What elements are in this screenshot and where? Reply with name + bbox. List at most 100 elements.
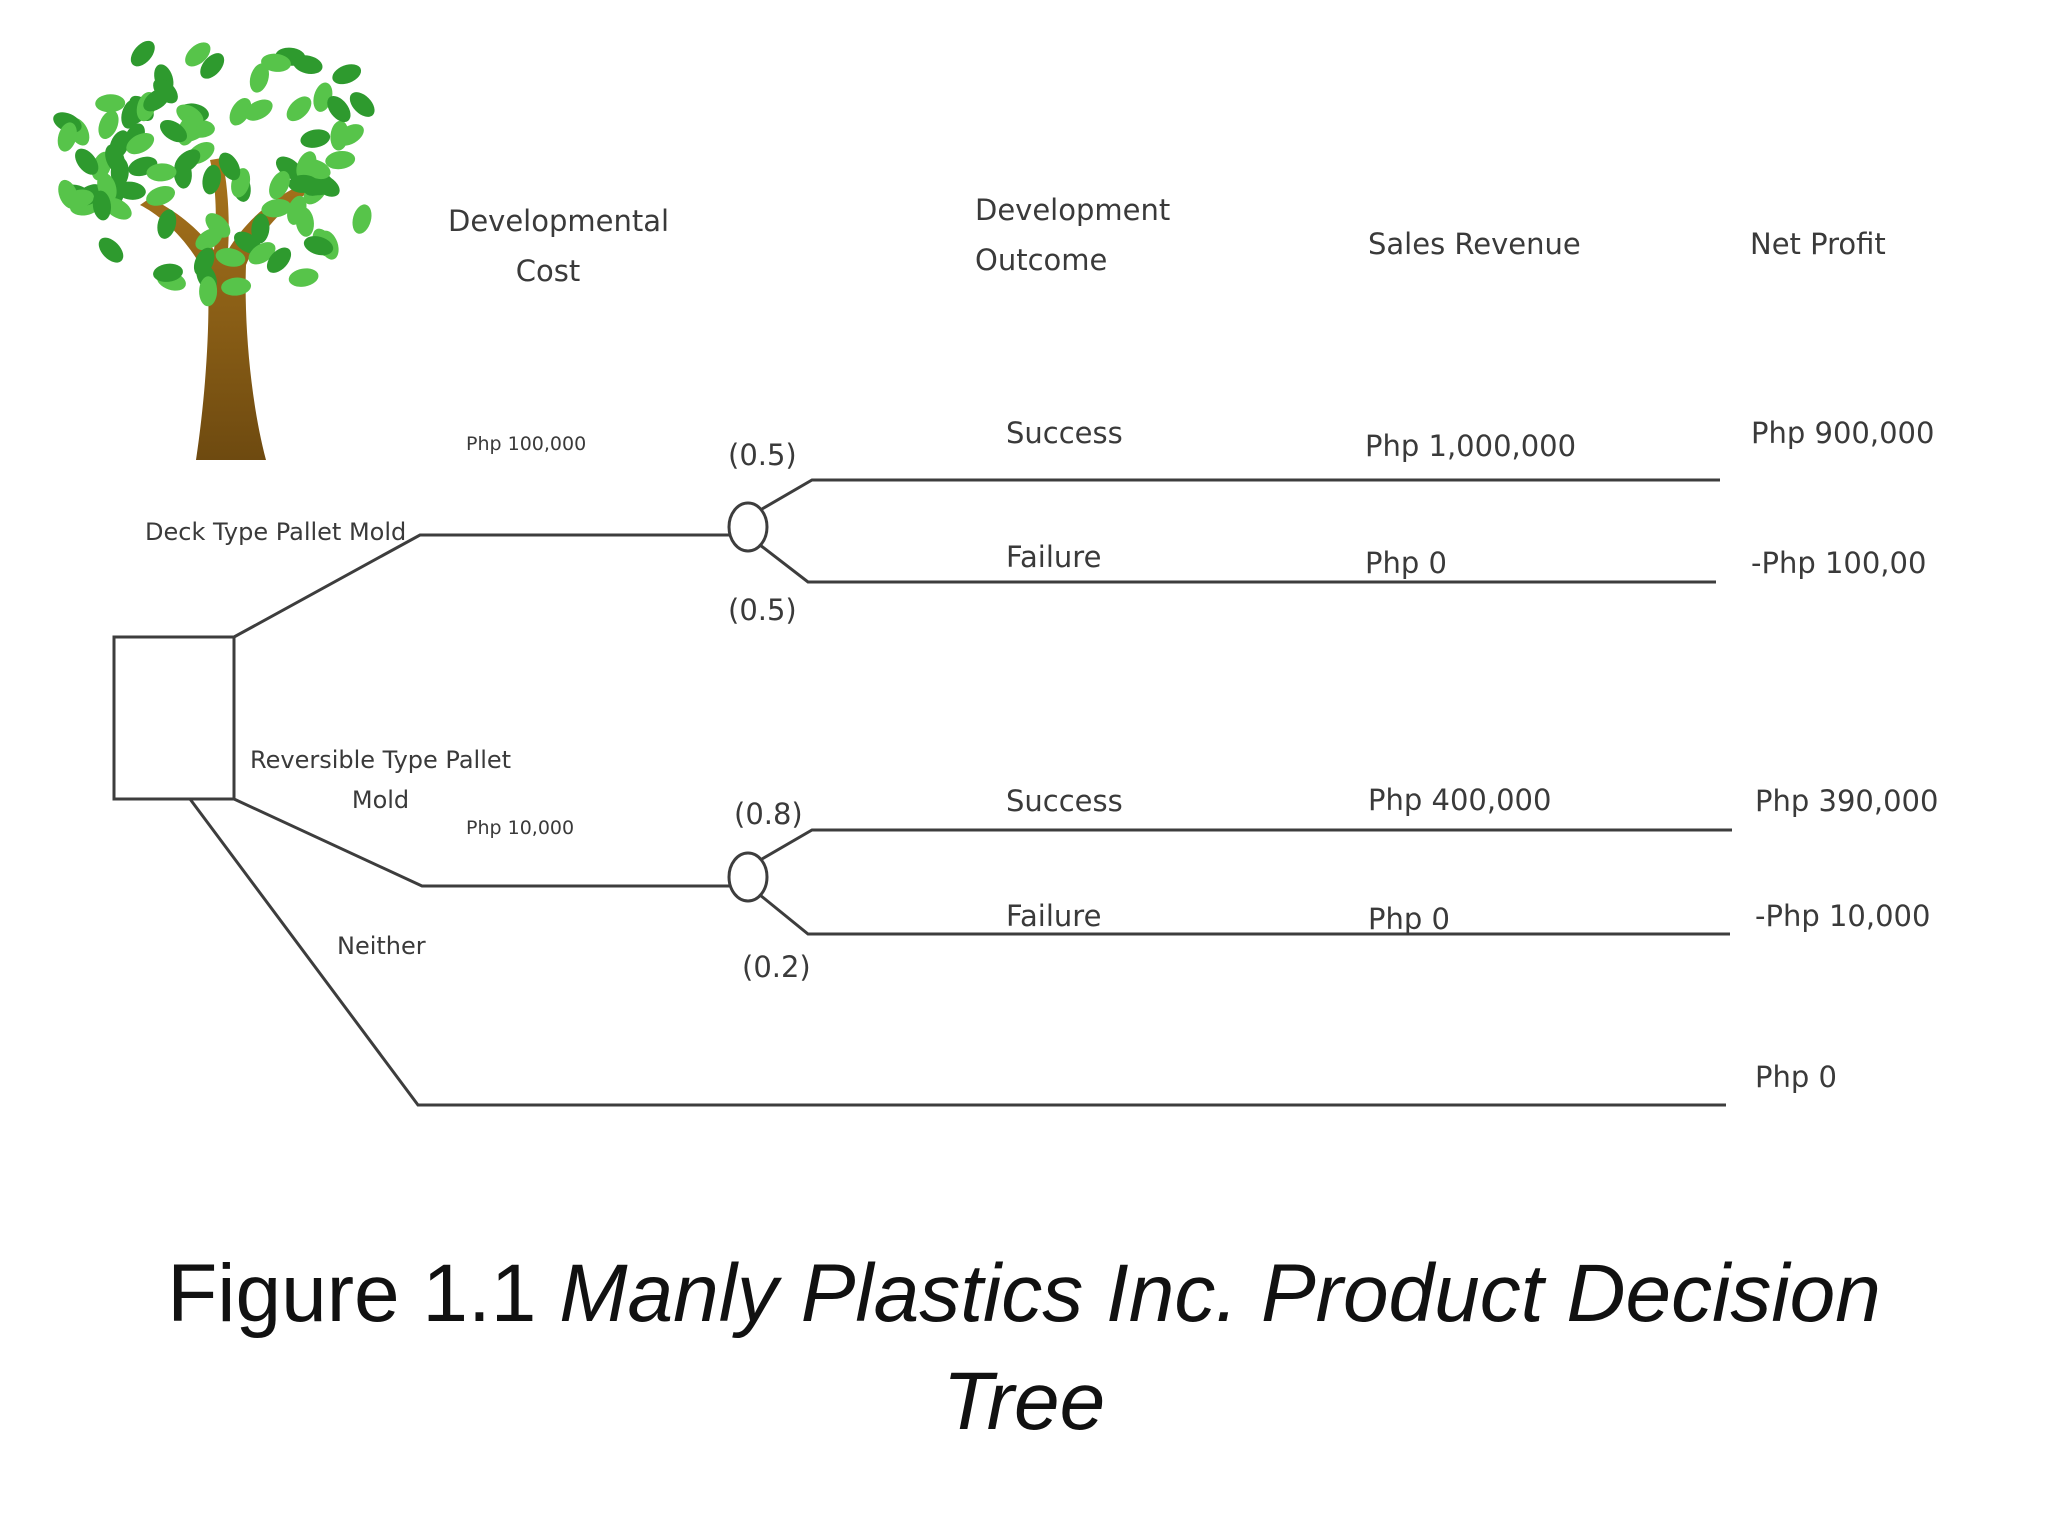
tree-leaf	[185, 42, 211, 67]
tree-leaf	[105, 144, 126, 174]
tree-leaf	[143, 88, 170, 112]
net-profit-neither: Php 0	[1755, 1060, 1837, 1094]
branch-deck-success	[761, 478, 1720, 511]
header-developmental-cost-line2: Cost	[515, 254, 581, 288]
tree-leaf	[288, 174, 319, 193]
option-label-reversible: Reversible Type Pallet Mold	[250, 740, 511, 820]
branch-neither	[188, 798, 1726, 1107]
tree-leaf	[327, 95, 351, 123]
tree-leaf	[261, 199, 292, 218]
header-developmental-cost: Developmental Cost	[448, 196, 670, 296]
tree-leaf	[200, 53, 225, 79]
tree-leaf	[218, 152, 241, 181]
net-profit-deck-success: Php 900,000	[1751, 416, 1935, 450]
revenue-deck-success: Php 1,000,000	[1365, 429, 1577, 463]
tree-leaf	[266, 247, 292, 273]
branch-deck-failure	[759, 543, 1716, 584]
tree-leaf	[126, 132, 155, 155]
header-net-profit: Net Profit	[1750, 227, 1886, 261]
outcome-deck-failure: Failure	[1006, 540, 1102, 574]
header-development-outcome-line1: Development	[975, 193, 1171, 227]
tree-leaf	[98, 110, 119, 140]
tree-leaf	[221, 277, 252, 296]
chance-node-reversible	[727, 851, 769, 903]
probability-reversible-failure: (0.2)	[742, 950, 811, 984]
tree-leaf	[92, 190, 112, 221]
option-label-reversible-line2: Mold	[351, 786, 410, 814]
tree-leaf	[104, 197, 132, 220]
tree-leaf	[146, 186, 176, 206]
header-development-outcome: Development Outcome	[975, 185, 1171, 285]
tree-leaf	[130, 40, 155, 67]
figure-title: Manly Plastics Inc. Product Decision Tre…	[559, 1248, 1881, 1447]
tree-leaf	[293, 55, 323, 74]
tree-leaf	[249, 63, 269, 93]
tree-leaf	[261, 53, 291, 72]
revenue-reversible-failure: Php 0	[1368, 902, 1450, 936]
figure-caption: Figure 1.1 Manly Plastics Inc. Product D…	[124, 1240, 1924, 1456]
probability-deck-success: (0.5)	[728, 438, 797, 472]
tree-leaf	[229, 97, 252, 126]
revenue-reversible-success: Php 400,000	[1368, 783, 1552, 817]
net-profit-reversible-success: Php 390,000	[1755, 784, 1939, 818]
net-profit-deck-failure: -Php 100,00	[1751, 546, 1927, 580]
tree-leaf	[325, 150, 356, 170]
outcome-reversible-success: Success	[1006, 784, 1123, 818]
tree-leaf	[146, 163, 177, 182]
tree-leaf	[121, 99, 141, 129]
tree-leaf	[215, 248, 246, 267]
tree-leaf	[303, 236, 334, 256]
tree-leaf	[296, 151, 317, 180]
branch-reversible-success	[761, 828, 1732, 861]
tree-leaf	[332, 64, 362, 85]
chance-node-deck	[727, 501, 769, 553]
branch-reversible-type	[233, 797, 730, 888]
tree-leaf	[251, 213, 270, 244]
revenue-deck-failure: Php 0	[1365, 546, 1447, 580]
tree-leaf	[193, 247, 215, 277]
tree-icon	[53, 40, 375, 460]
tree-leaf	[199, 276, 218, 307]
decision-node	[112, 635, 236, 801]
tree-leaf	[336, 124, 364, 146]
tree-leaf	[202, 164, 221, 195]
tree-leaf	[159, 119, 188, 143]
option-label-neither: Neither	[337, 932, 426, 960]
tree-leaf	[173, 158, 192, 189]
tree-leaf	[57, 122, 77, 152]
tree-leaf	[349, 92, 375, 117]
probability-reversible-success: (0.8)	[734, 797, 803, 831]
tree-leaf	[195, 228, 223, 251]
tree-leaf	[352, 204, 372, 234]
tree-leaf	[269, 171, 290, 200]
tree-leaf	[244, 99, 273, 121]
tree-leaf	[64, 189, 95, 209]
option-label-reversible-line1: Reversible Type Pallet	[250, 746, 512, 774]
tree-leaf	[98, 237, 124, 263]
outcome-reversible-failure: Failure	[1006, 899, 1102, 933]
branch-deck-type	[233, 533, 730, 639]
cost-deck: Php 100,000	[466, 433, 587, 455]
branch-reversible-failure	[759, 893, 1730, 936]
tree-leaf	[248, 242, 276, 265]
tree-trunk	[140, 158, 306, 460]
tree-leaf	[288, 268, 319, 287]
tree-leaf	[287, 195, 307, 225]
tree-leaf	[153, 263, 183, 282]
probability-deck-failure: (0.5)	[728, 593, 797, 627]
header-development-outcome-line2: Outcome	[975, 243, 1108, 277]
figure-label: Figure 1.1	[167, 1248, 537, 1339]
option-label-deck: Deck Type Pallet Mold	[145, 518, 407, 546]
outcome-deck-success: Success	[1006, 416, 1123, 450]
tree-leaf	[115, 181, 146, 200]
tree-leaf	[157, 209, 177, 239]
tree-leaf	[75, 148, 99, 175]
tree-leaf	[95, 94, 126, 113]
net-profit-reversible-failure: -Php 10,000	[1755, 899, 1931, 933]
header-sales-revenue: Sales Revenue	[1368, 227, 1581, 261]
tree-leaf	[300, 129, 331, 148]
cost-reversible: Php 10,000	[466, 817, 575, 839]
header-developmental-cost-line1: Developmental	[448, 204, 670, 238]
